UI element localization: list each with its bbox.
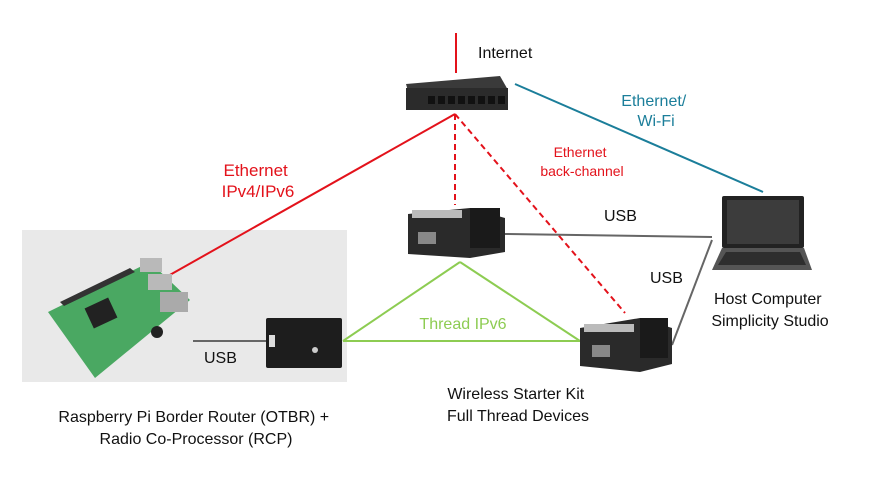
ethernet-wifi-label: Ethernet/ Wi-Fi [621, 93, 690, 130]
laptop-icon [712, 196, 812, 270]
internet-label: Internet [478, 45, 533, 62]
usb-label-right: USB [650, 270, 683, 287]
otbr-label: Raspberry Pi Border Router (OTBR) + Radi… [58, 409, 333, 448]
rcp-board-icon [266, 318, 342, 368]
ethernet-ip-label: Ethernet IPv4/IPv6 [222, 161, 295, 201]
usb-link-wstk2 [671, 239, 713, 346]
thread-link-a [342, 261, 461, 342]
thread-label: Thread IPv6 [419, 316, 506, 333]
wstk-label: Wireless Starter Kit Full Thread Devices [447, 386, 589, 425]
network-switch-icon [406, 76, 508, 110]
ethernet-link-otbr [167, 113, 456, 277]
thread-link-b [459, 261, 581, 342]
backchannel-link-2 [454, 113, 626, 314]
wstk-board-icon [408, 208, 505, 258]
usb-label-rcp: USB [204, 350, 237, 367]
wstk-board-icon [580, 318, 672, 372]
usb-label-top: USB [604, 208, 637, 225]
raspberry-pi-icon [48, 258, 190, 378]
wifi-link [514, 83, 764, 193]
usb-link-wstk1 [504, 233, 713, 238]
backchannel-label: Ethernet back-channel [540, 144, 623, 179]
host-computer-label: Host Computer Simplicity Studio [711, 291, 828, 330]
